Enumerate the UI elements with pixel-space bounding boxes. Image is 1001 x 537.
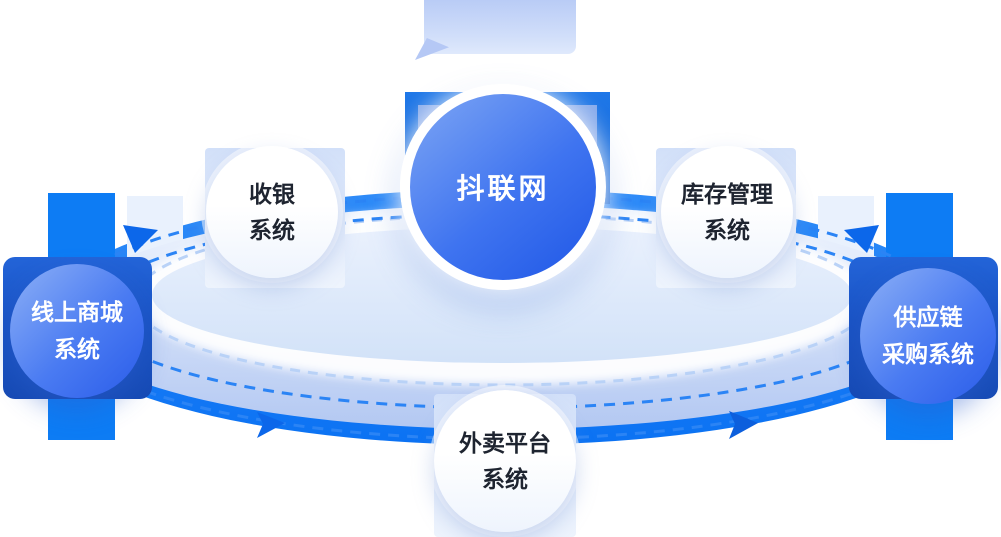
flow-arrow-icon: [844, 225, 879, 253]
flow-arrow-icon: [123, 225, 158, 253]
flow-arrow-icon: [257, 412, 285, 438]
node-label-line1: 收银: [249, 181, 295, 207]
node-label-line2: 系统: [54, 336, 100, 362]
node-label-line2: 采购系统: [882, 341, 974, 367]
hub-label: 抖联网: [456, 173, 550, 204]
node-label-line1: 线上商城: [31, 299, 123, 325]
node-label-line1: 供应链: [893, 304, 963, 330]
flow-arrow-icon: [729, 411, 758, 439]
node-label-line2: 系统: [482, 466, 528, 492]
node-cashier-system: 收银 系统: [206, 146, 338, 278]
node-label-line2: 系统: [249, 217, 295, 243]
node-online-mall-system: 线上商城 系统: [10, 264, 144, 398]
node-label-line2: 系统: [704, 217, 750, 243]
node-label-line1: 库存管理: [681, 181, 773, 207]
hub-node: 抖联网: [400, 84, 606, 290]
node-label-line1: 外卖平台: [459, 430, 551, 456]
node-supply-chain-system: 供应链 采购系统: [860, 268, 996, 404]
speech-bubble: [424, 0, 576, 54]
node-inventory-system: 库存管理 系统: [661, 146, 793, 278]
node-takeout-platform-system: 外卖平台 系统: [434, 390, 576, 532]
